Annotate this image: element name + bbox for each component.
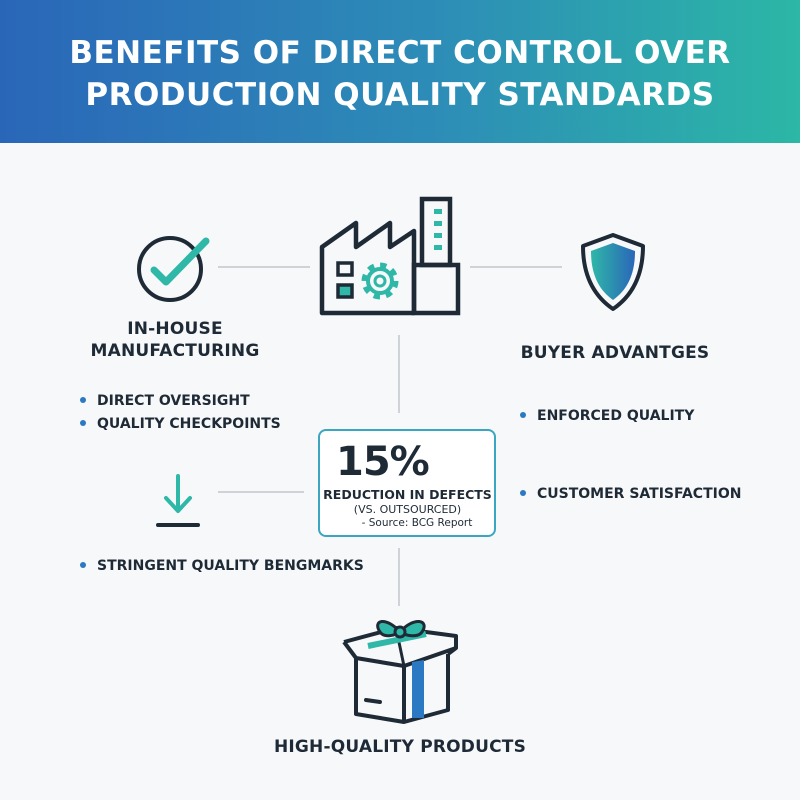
factory-gear-icon [319,196,461,316]
page-title-line-2: PRODUCTION QUALITY STANDARDS [85,77,715,113]
page-title-line-1: BENEFITS OF DIRECT CONTROL OVER [69,35,731,71]
bullet-quality-checkpoints: QUALITY CHECKPOINTS [80,415,281,433]
bullet-dot [80,562,86,568]
download-arrow-icon [156,474,200,527]
shield-icon [581,233,645,311]
bullet-text: ENFORCED QUALITY [537,408,695,424]
bullet-customer-satisfaction: CUSTOMER SATISFACTION [520,485,741,503]
bullet-text: CUSTOMER SATISFACTION [537,486,742,502]
connector-factory-stat [398,335,400,413]
connector-arrow-stat [218,491,304,493]
bullet-dot [520,490,526,496]
in-house-manufacturing-label: IN-HOUSE MANUFACTURING [90,318,260,362]
bullet-dot [80,397,86,403]
bullet-dot [80,420,86,426]
header-banner: BENEFITS OF DIRECT CONTROL OVER PRODUCTI… [0,0,800,143]
in-house-label-line-2: MANUFACTURING [90,341,260,361]
bullet-dot [520,412,526,418]
bullet-text: DIRECT OVERSIGHT [97,393,250,409]
bullet-stringent-quality-benchmarks: STRINGENT QUALITY BENGMARKS [80,557,364,575]
connector-stat-products [398,548,400,606]
defect-reduction-stat-box: 15% REDUCTION IN DEFECTS (VS. OUTSOURCED… [318,429,496,537]
bullet-direct-oversight: DIRECT OVERSIGHT [80,392,250,410]
high-quality-products-label: HIGH-QUALITY PRODUCTS [273,737,527,757]
connector-factory-shield [470,266,562,268]
bullet-text: QUALITY CHECKPOINTS [97,416,281,432]
bullet-text: STRINGENT QUALITY BENGMARKS [97,558,364,574]
check-circle-icon [137,236,210,302]
connector-check-factory [218,266,310,268]
stat-comparison: (VS. OUTSOURCED) [353,503,462,516]
stat-description: REDUCTION IN DEFECTS [323,487,492,502]
stat-value: 15% [336,439,430,485]
bullet-enforced-quality: ENFORCED QUALITY [520,407,694,425]
stat-source: - Source: BCG Report [361,517,473,529]
page-title: BENEFITS OF DIRECT CONTROL OVER PRODUCTI… [0,32,800,116]
buyer-advantages-label: BUYER ADVANTGES [520,343,710,363]
gift-box-icon [342,620,458,724]
in-house-label-line-1: IN-HOUSE [127,319,223,339]
